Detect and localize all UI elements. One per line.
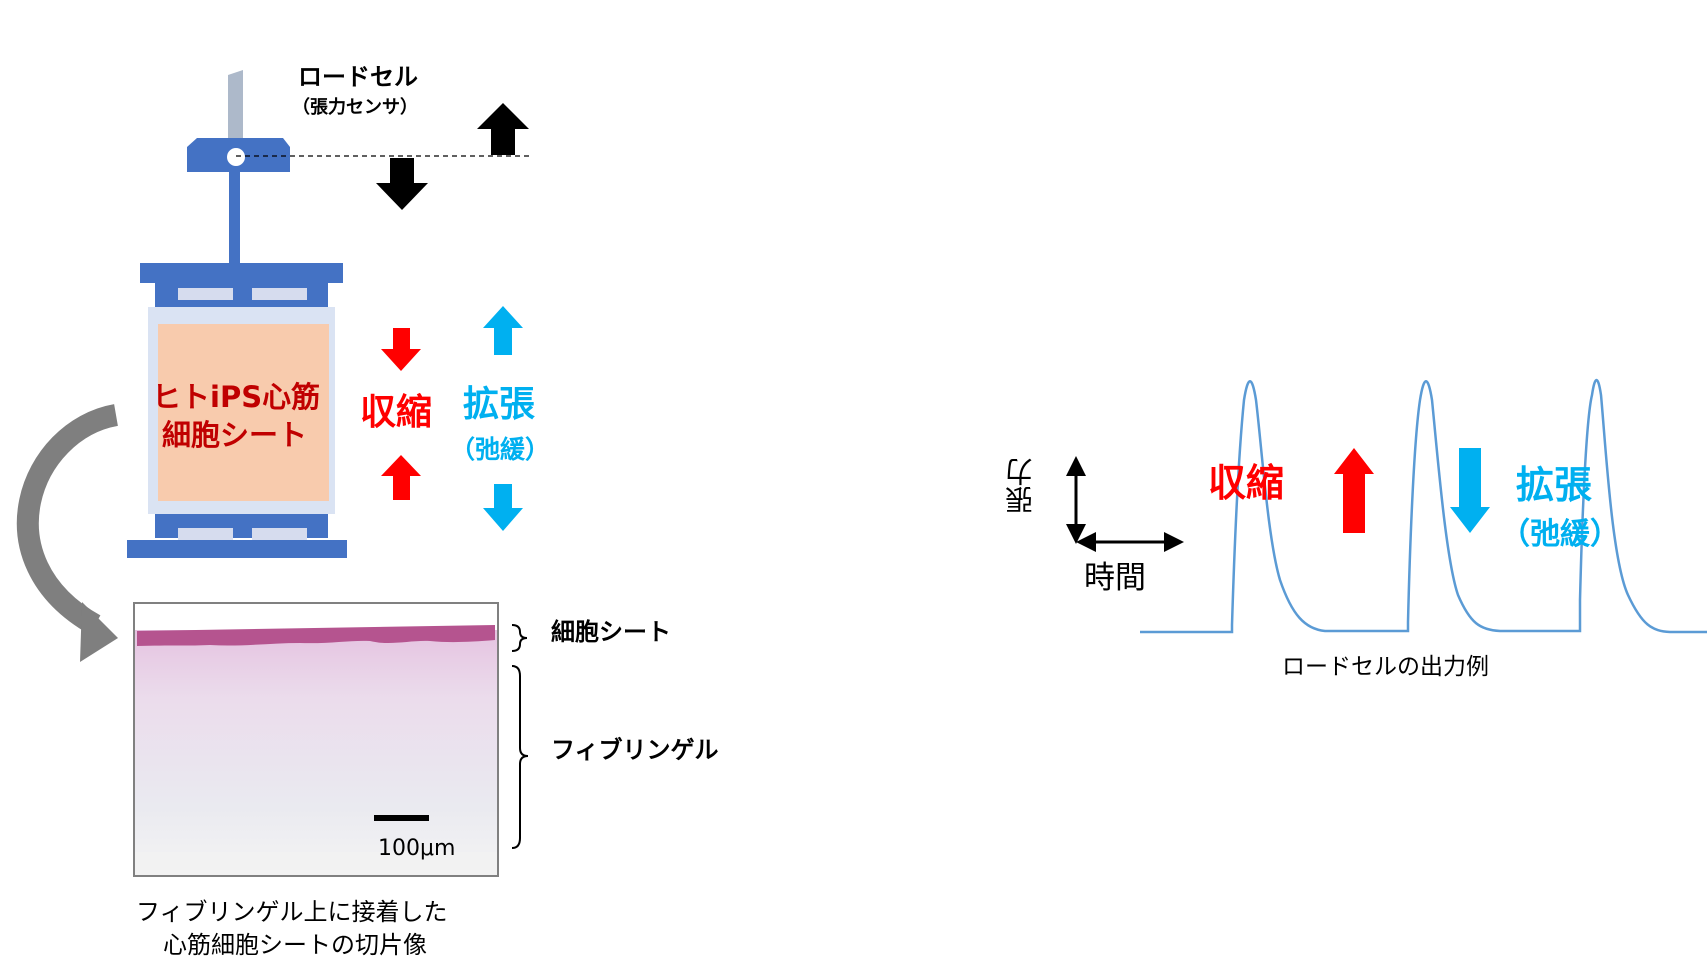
lower-holder-bar [127,540,347,558]
section-frame [133,602,499,877]
section-caption-line1: フィブリンゲル上に接着した [136,898,448,926]
x-axis-arrowhead-right [1164,532,1184,552]
scale-bar-line [374,815,429,821]
upper-holder-slot-right [252,288,307,300]
cardiomyocyte-sheet [158,324,329,501]
graph-red-up-arrow [1334,448,1374,533]
black-up-arrow [477,103,529,155]
section-image [133,602,499,877]
section-bottom-strip [135,852,497,875]
load-cell-stem [228,70,243,138]
load-cell-trace [1140,378,1707,634]
load-cell-title: ロードセル [298,63,418,91]
section-top-background [135,604,497,630]
load-cell-subtitle: （張力センサ） [292,97,418,118]
scale-bar-label: 100μm [378,836,456,861]
lower-holder-slot-right [252,528,307,540]
cyan-up-arrow-upper [483,306,523,355]
cell-sheet-label: 細胞シート [551,618,671,646]
load-cell-rod [229,172,240,265]
tension-graph [1066,378,1707,634]
y-axis-arrowhead-top [1066,456,1086,476]
lower-holder-slot-left [178,528,233,540]
curved-grey-arrowhead [80,602,118,662]
load-cell-device [127,70,347,558]
fibrin-gel-label: フィブリンゲル [551,736,719,764]
x-axis-arrowhead-left [1076,532,1096,552]
left-expansion-sublabel: （弛緩） [450,435,551,464]
graph-caption: ロードセルの出力例 [1282,654,1489,680]
red-up-arrow-lower [381,455,421,500]
left-expansion-label: 拡張 [463,384,536,425]
curved-grey-arrow [16,404,119,635]
sheet-label-line2: 細胞シート [162,418,308,452]
brace-cell-sheet [511,624,528,652]
left-contraction-label: 収縮 [360,392,433,433]
graph-y-label: 張力 [1004,458,1037,514]
red-down-arrow-upper [381,328,421,371]
section-caption-line2: 心筋細胞シートの切片像 [163,931,427,959]
graph-expansion-sublabel: （弛緩） [1500,517,1620,552]
load-cell-pivot [225,146,247,168]
graph-x-label: 時間 [1084,560,1146,596]
tissue-layer [137,625,495,646]
y-axis-arrowhead-bottom [1066,524,1086,544]
upper-holder-slot-left [178,288,233,300]
upper-holder-bar [140,263,343,283]
brace-fibrin-gel [511,665,529,849]
black-down-arrow [376,158,428,210]
cyan-down-arrow-lower [483,484,523,531]
graph-cyan-down-arrow [1450,448,1490,533]
sheet-label-line1: ヒトiPS心筋 [152,380,321,414]
graph-expansion-label: 拡張 [1516,463,1593,507]
graph-contraction-label: 収縮 [1208,461,1285,505]
